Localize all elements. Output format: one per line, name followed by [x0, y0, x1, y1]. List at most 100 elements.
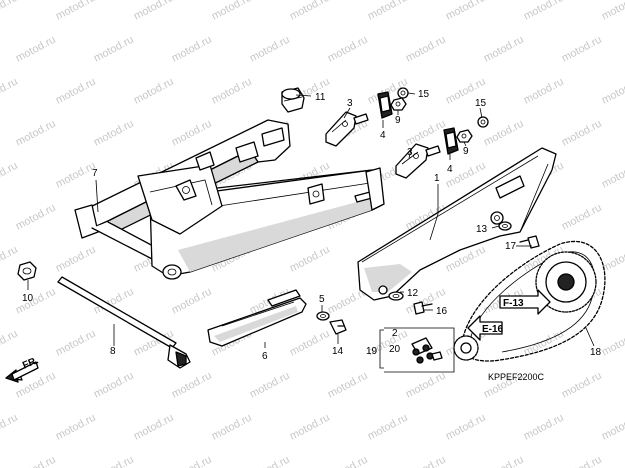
- callout-17: 17: [505, 241, 517, 252]
- watermark-text: motod.ru: [54, 76, 98, 107]
- watermark-text: motod.ru: [54, 412, 98, 443]
- watermark-text: motod.ru: [600, 160, 625, 191]
- drive-chain: [460, 240, 606, 362]
- watermark-text: motod.ru: [170, 118, 214, 149]
- watermark-text: motod.ru: [560, 202, 604, 233]
- callout-1: 1: [434, 173, 440, 184]
- watermark-text: motod.ru: [92, 370, 136, 401]
- rear-sprocket: [535, 251, 597, 313]
- chain-slider: [207, 289, 307, 347]
- callout-3b: 3: [407, 147, 413, 158]
- watermark-text: motod.ru: [92, 118, 136, 149]
- watermark-text: motod.ru: [404, 370, 448, 401]
- watermark-text: motod.ru: [522, 412, 566, 443]
- watermark-text: motod.ru: [560, 370, 604, 401]
- callout-3a: 3: [347, 98, 353, 109]
- watermark-text: motod.ru: [210, 76, 254, 107]
- drive-sprocket: [453, 335, 479, 361]
- callout-labels: 1 2 3 3 4 4 5 6 7 8 9 9 10 11 12 13 14 1…: [22, 89, 602, 362]
- block-lower: [443, 127, 459, 155]
- watermark-text: motod.ru: [92, 454, 136, 468]
- watermark-text: motod.ru: [522, 0, 566, 23]
- leader-lines: [27, 92, 595, 348]
- watermark-text: motod.ru: [248, 34, 292, 65]
- callout-9b: 9: [463, 146, 469, 157]
- watermark-text: motod.ru: [210, 412, 254, 443]
- callout-10: 10: [22, 293, 34, 304]
- watermark-text: motod.ru: [170, 34, 214, 65]
- callout-12: 12: [407, 288, 419, 299]
- callout-5: 5: [319, 294, 325, 305]
- callout-6: 6: [262, 351, 268, 362]
- watermark-text: motod.ru: [92, 34, 136, 65]
- chain-case: [357, 147, 557, 301]
- watermark-text: motod.ru: [0, 328, 20, 359]
- ref-arrow-e16: [467, 315, 503, 341]
- watermark-text: motod.ru: [0, 76, 20, 107]
- callout-8: 8: [110, 346, 116, 357]
- callout-13: 13: [476, 224, 488, 235]
- watermark-text: motod.ru: [326, 370, 370, 401]
- watermark-text: motod.ru: [54, 244, 98, 275]
- block-upper: [377, 91, 393, 119]
- watermark-text: motod.ru: [522, 328, 566, 359]
- callout-9a: 9: [395, 115, 401, 126]
- kit-bracket-19: [379, 327, 455, 373]
- watermark-text: motod.ru: [404, 454, 448, 468]
- callout-20: 20: [389, 344, 401, 355]
- watermark-text: motod.ru: [54, 328, 98, 359]
- callout-11: 11: [315, 92, 326, 103]
- watermark-text: motod.ru: [248, 370, 292, 401]
- grommet-13: [498, 221, 512, 231]
- watermark-text: motod.ru: [560, 118, 604, 149]
- watermark-text: motod.ru: [132, 412, 176, 443]
- adjuster-plate-lower: [395, 143, 441, 179]
- watermark-text: motod.ru: [288, 0, 332, 23]
- watermark-text: motod.ru: [288, 328, 332, 359]
- pivot-bolt: [57, 276, 191, 369]
- ref-label-f13: F-13: [503, 298, 524, 309]
- watermark-text: motod.ru: [14, 118, 58, 149]
- front-marker-label: FR.: [21, 355, 40, 371]
- watermark-text: motod.ru: [14, 286, 58, 317]
- watermark-text: motod.ru: [366, 412, 410, 443]
- callout-15b: 15: [475, 98, 487, 109]
- watermark-text: motod.ru: [600, 0, 625, 23]
- watermark-text: motod.ru: [560, 34, 604, 65]
- watermark-text: motod.ru: [14, 202, 58, 233]
- chain-joint-kit: [411, 337, 443, 364]
- nut-9-upper: [390, 97, 407, 111]
- watermark-text: motod.ru: [0, 412, 20, 443]
- watermark-text: motod.ru: [444, 0, 488, 23]
- callout-4a: 4: [380, 130, 386, 141]
- watermark-text: motod.ru: [560, 454, 604, 468]
- watermark-text: motod.ru: [170, 286, 214, 317]
- watermark-text: motod.ru: [482, 454, 526, 468]
- watermark-text: motod.ru: [132, 76, 176, 107]
- ref-arrow-f13: [499, 289, 551, 315]
- nut-9-lower: [456, 129, 473, 143]
- collar-5: [316, 311, 330, 321]
- collar-11: [281, 87, 305, 113]
- watermark-text: motod.ru: [0, 0, 20, 23]
- watermark-text: motod.ru: [54, 0, 98, 23]
- callout-14: 14: [332, 346, 344, 357]
- watermark-text: motod.ru: [170, 454, 214, 468]
- nut-10: [17, 261, 37, 281]
- front-arrow-icon: [5, 361, 39, 383]
- callout-4b: 4: [447, 164, 453, 175]
- adjuster-plate-upper: [325, 111, 369, 147]
- watermark-text: motod.ru: [14, 34, 58, 65]
- grommet-12: [388, 291, 404, 301]
- washer-15-upper: [397, 87, 409, 99]
- watermark-text: motod.ru: [600, 412, 625, 443]
- bolt-17: [519, 235, 540, 249]
- watermark-text: motod.ru: [444, 412, 488, 443]
- watermark-text: motod.ru: [326, 454, 370, 468]
- watermark-text: motod.ru: [248, 454, 292, 468]
- watermark-text: motod.ru: [288, 244, 332, 275]
- watermark-text: motod.ru: [326, 34, 370, 65]
- bolt-14: [329, 319, 347, 335]
- callout-16: 16: [436, 306, 448, 317]
- callout-18: 18: [590, 347, 602, 358]
